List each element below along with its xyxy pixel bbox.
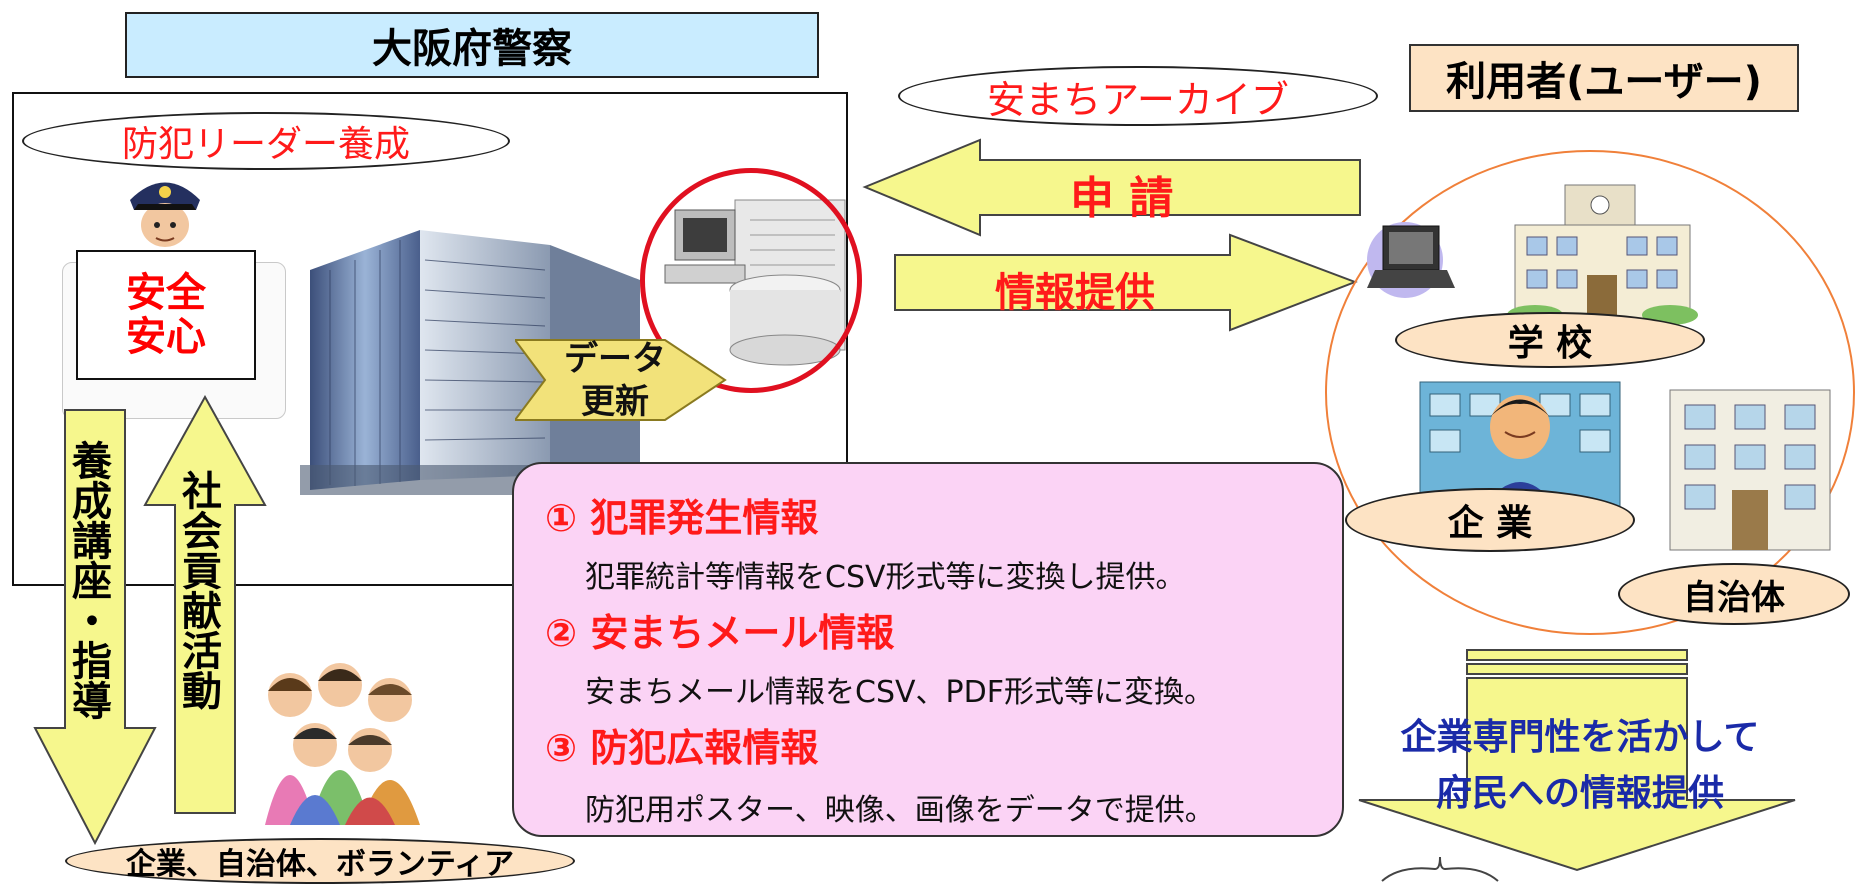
info-item-1-body: 犯罪統計等情報をCSV形式等に変換し提供。 [585,560,1186,595]
police-frame [12,92,848,586]
info-item-2-body: 安まちメール情報をCSV、PDF形式等に変換。 [585,675,1214,710]
contribution-up-arrow [143,395,267,814]
contribution-label: 社会貢献活動 [175,470,221,710]
provision-down-arrow [1358,649,1796,872]
data-update-label: データ 更新 [540,338,690,423]
info-item-3-body: 防犯用ポスター、映像、画像をデータで提供。 [585,793,1215,828]
data-update-line-1: データ [564,339,666,379]
training-label: 養成講座・指導 [65,440,111,720]
users-title: 利用者(ユーザー) [1409,44,1799,112]
safety-box: 安全 安心 [76,250,256,380]
archive-label: 安まちアーカイブ [987,77,1289,122]
bottom-brace-icon [1381,856,1499,882]
apply-label: 申 請 [1070,173,1174,224]
provision-message: 企業専門性を活かして 府民への情報提供 [1370,710,1790,822]
training-down-arrow [33,409,157,846]
volunteer-oval: 企業、自治体、ボランティア [65,838,575,884]
safety-line-2: 安心 [126,314,206,360]
info-item-1-heading: ① 犯罪発生情報 [545,496,819,540]
volunteer-group-icon [265,663,420,825]
data-update-line-2: 更新 [581,381,649,422]
school-label: 学 校 [1507,323,1593,364]
school-building-icon [1507,184,1698,325]
provision-line-2: 府民への情報提供 [1435,772,1724,814]
volunteer-label: 企業、自治体、ボランティア [125,847,515,882]
info-panel [512,462,1344,837]
company-label: 企 業 [1447,503,1533,544]
archive-oval: 安まちアーカイブ [898,66,1378,126]
laptop-icon [1367,222,1455,298]
provision-line-1: 企業専門性を活かして [1400,717,1760,758]
info-item-2-heading: ② 安まちメール情報 [545,611,895,655]
police-officer-icon [130,182,200,260]
server-highlight-circle [640,168,862,393]
apply-arrow [862,138,1361,237]
police-title: 大阪府警察 [125,12,819,78]
provide-arrow [894,233,1358,332]
info-item-3-heading: ③ 防犯広報情報 [545,726,819,770]
company-oval: 企 業 [1345,488,1635,552]
municipality-oval: 自治体 [1618,563,1850,625]
leader-label: 防犯リーダー養成 [121,124,410,165]
data-update-arrow [515,339,727,421]
municipality-label: 自治体 [1683,577,1785,618]
user-cluster-circle [1325,150,1855,635]
safety-line-1: 安全 [126,270,206,316]
municipality-building-icon [1669,389,1831,551]
school-oval: 学 校 [1395,312,1705,368]
leader-oval: 防犯リーダー養成 [22,112,510,170]
provide-label: 情報提供 [995,270,1155,316]
